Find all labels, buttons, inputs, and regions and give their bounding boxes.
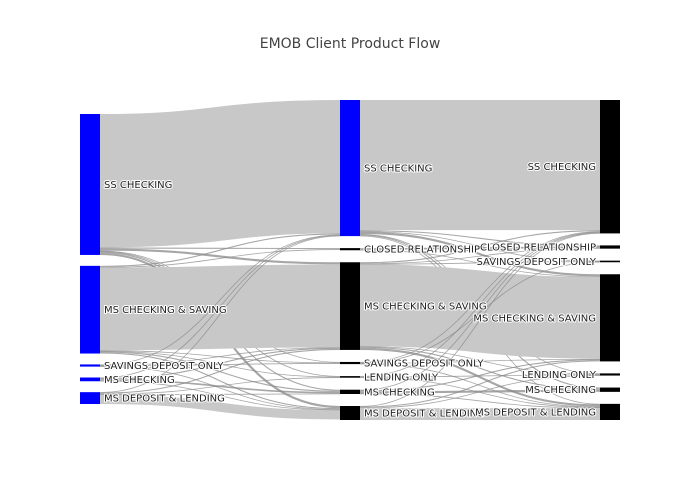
sankey-link[interactable] <box>99 366 341 411</box>
sankey-node[interactable] <box>80 377 100 382</box>
sankey-node-label: MS CHECKING & SAVING <box>364 302 487 313</box>
sankey-link[interactable] <box>359 358 601 364</box>
sankey-link[interactable] <box>99 235 341 393</box>
sankey-link[interactable] <box>359 232 601 407</box>
sankey-link[interactable] <box>99 393 341 396</box>
sankey-link[interactable] <box>359 375 601 409</box>
sankey-node-label: MS DEPOSIT & LENDING <box>475 407 596 418</box>
sankey-link[interactable] <box>359 249 601 278</box>
sankey-node-label: LENDING ONLY <box>364 372 439 383</box>
sankey-node[interactable] <box>80 364 100 367</box>
sankey-node[interactable] <box>340 389 360 395</box>
labels-layer: SS CHECKING MS CHECKING & SAVING SAVINGS D… <box>103 161 598 420</box>
sankey-node-label: CLOSED RELATIONSHIP <box>480 243 596 254</box>
sankey-link[interactable] <box>359 346 601 375</box>
sankey-link[interactable] <box>99 363 341 367</box>
sankey-link[interactable] <box>99 249 341 268</box>
sankey-link[interactable] <box>359 393 601 409</box>
links-layer <box>99 99 601 420</box>
sankey-node[interactable] <box>340 376 360 378</box>
sankey-link[interactable] <box>359 261 601 364</box>
sankey-node-label: SAVINGS DEPOSIT ONLY <box>364 359 484 370</box>
sankey-node-label: MS CHECKING <box>525 385 596 396</box>
sankey-node-label: MS CHECKING & SAVING <box>473 313 596 324</box>
sankey-link[interactable] <box>99 350 341 378</box>
chart-title: EMOB Client Product Flow <box>259 36 441 52</box>
sankey-node[interactable] <box>600 260 620 263</box>
sankey-node[interactable] <box>600 373 620 376</box>
sankey-link[interactable] <box>99 348 341 394</box>
sankey-node[interactable] <box>80 265 100 354</box>
sankey-link[interactable] <box>99 234 341 366</box>
sankey-node[interactable] <box>340 248 360 251</box>
sankey-node[interactable] <box>600 387 620 392</box>
sankey-node-label: SS CHECKING <box>104 180 172 191</box>
sankey-link[interactable] <box>359 246 601 250</box>
sankey-node-label: MS CHECKING <box>364 387 435 398</box>
sankey-link[interactable] <box>359 359 601 392</box>
sankey-link[interactable] <box>99 235 341 379</box>
sankey-node-label: CLOSED RELATIONSHIP <box>364 245 480 256</box>
sankey-node-label: MS CHECKING <box>104 375 175 386</box>
sankey-link[interactable] <box>99 394 341 420</box>
sankey-link[interactable] <box>359 347 601 407</box>
sankey-node[interactable] <box>600 403 620 420</box>
sankey-node-label: MS CHECKING & SAVING <box>104 305 227 316</box>
sankey-link[interactable] <box>99 233 341 267</box>
sankey-node-label: SAVINGS DEPOSIT ONLY <box>477 257 597 268</box>
sankey-node[interactable] <box>340 406 360 420</box>
sankey-node[interactable] <box>80 392 100 404</box>
sankey-link[interactable] <box>99 247 341 250</box>
sankey-link[interactable] <box>359 360 601 408</box>
sankey-link[interactable] <box>359 231 601 377</box>
sankey-link[interactable] <box>359 232 601 391</box>
sankey-node[interactable] <box>600 100 620 234</box>
sankey-node[interactable] <box>340 262 360 350</box>
sankey-link[interactable] <box>359 231 601 277</box>
sankey-node[interactable] <box>600 245 620 249</box>
sankey-node-label: SS CHECKING <box>364 164 432 175</box>
sankey-node-label: SS CHECKING <box>528 162 596 173</box>
sankey-link[interactable] <box>359 231 601 363</box>
sankey-link[interactable] <box>359 261 601 265</box>
sankey-link[interactable] <box>99 380 341 411</box>
sankey-link[interactable] <box>99 264 341 351</box>
sankey-link[interactable] <box>359 374 601 378</box>
sankey-link[interactable] <box>99 347 341 366</box>
sankey-node-label: SAVINGS DEPOSIT ONLY <box>104 361 224 372</box>
sankey-link[interactable] <box>99 377 341 395</box>
sankey-link[interactable] <box>99 347 341 380</box>
sankey-link[interactable] <box>99 100 341 248</box>
sankey-link[interactable] <box>359 230 601 247</box>
sankey-link[interactable] <box>359 363 601 408</box>
sankey-link[interactable] <box>99 379 341 394</box>
nodes-layer <box>80 100 620 420</box>
sankey-link[interactable] <box>359 230 601 264</box>
sankey-link[interactable] <box>359 248 601 265</box>
sankey-link[interactable] <box>99 248 341 265</box>
sankey-node[interactable] <box>600 274 620 362</box>
sankey-link[interactable] <box>99 352 341 410</box>
sankey-link[interactable] <box>359 346 601 390</box>
sankey-node[interactable] <box>340 100 360 237</box>
sankey-node-label: LENDING ONLY <box>522 370 597 381</box>
sankey-node[interactable] <box>80 114 100 255</box>
sankey-node-label: MS DEPOSIT & LENDING <box>104 394 225 405</box>
sankey-node[interactable] <box>340 361 360 365</box>
sankey-node-label: MS DEPOSIT & LENDING <box>364 409 485 420</box>
